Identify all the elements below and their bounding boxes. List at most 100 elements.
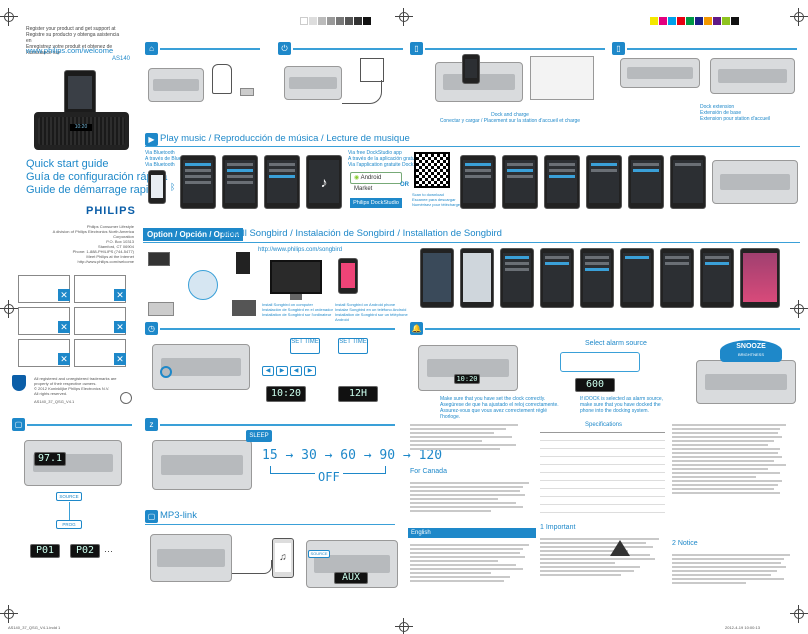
songbird-pc-label: Install Songbird on computer Instalación… xyxy=(262,302,333,317)
songbird-rule xyxy=(143,242,800,243)
app-phone-6 xyxy=(670,155,706,209)
dock-extension-label: Dock extension Extensión de base Extensi… xyxy=(700,104,771,122)
alarm-header xyxy=(425,328,800,340)
app-phone-5 xyxy=(628,155,664,209)
crop-mark-top-left xyxy=(0,8,18,26)
important-text xyxy=(540,536,665,578)
alarm-dock-image xyxy=(418,345,518,391)
dockstudio-badge[interactable]: Philips DockStudio xyxy=(350,198,402,208)
power-header xyxy=(293,48,403,60)
snooze-button: SNOOZE BRIGHTNESS xyxy=(720,340,782,362)
audio-cable xyxy=(232,560,272,574)
notice-heading: 2 Notice xyxy=(672,540,698,547)
warning-x-icon: ✕ xyxy=(58,353,70,365)
product-image: 10:20 xyxy=(34,70,129,155)
time-display: 10:20 xyxy=(266,386,306,402)
play-music-title: Play music / Reproducción de música / Le… xyxy=(160,133,410,144)
alarm-source-title: Select alarm source xyxy=(585,340,647,347)
songbird-phone-5 xyxy=(580,248,614,308)
color-bar-right xyxy=(650,12,740,30)
scan-label: Scan to download Escanee para descargar … xyxy=(412,192,462,207)
snooze-dock-image xyxy=(696,360,796,404)
dock-power-image xyxy=(284,66,342,100)
dock-extension-header xyxy=(627,48,797,60)
extension-step1-image xyxy=(620,58,700,88)
bt-music-phone: ♪ xyxy=(306,155,342,209)
alarm-bell-icon: 🔔 xyxy=(410,322,423,335)
box-contents-header xyxy=(160,48,260,60)
play-icon: ▶ xyxy=(145,133,158,146)
english-text xyxy=(410,542,535,584)
sleep-15: 15 xyxy=(262,448,278,463)
dockstudio-label: Via free DockStudio app A través de la a… xyxy=(348,150,447,168)
preset-icon: ▢ xyxy=(12,418,25,431)
guide-title-es: Guía de configuración rápida xyxy=(26,171,168,183)
crop-mark-bottom-center xyxy=(395,618,413,634)
bluetooth-icon: ᛒ xyxy=(170,182,176,192)
songbird-sync-diagram xyxy=(148,252,258,320)
set-time-key-1: SET TIME xyxy=(290,338,320,354)
warning-x-icon: ✕ xyxy=(58,321,70,333)
legal-notice: All registered and unregistered trademar… xyxy=(34,376,117,404)
power-cable xyxy=(342,80,382,104)
source-key: SOURCE xyxy=(56,492,82,501)
mp3-player-image: ♫ xyxy=(272,538,294,578)
english-tab: English xyxy=(408,528,536,538)
songbird-android-phone xyxy=(338,258,358,294)
mp3-link-icon: ▢ xyxy=(145,510,158,523)
computer-image xyxy=(270,260,322,294)
dock-header xyxy=(425,48,605,60)
crop-mark-mid-left xyxy=(0,300,18,318)
songbird-url[interactable]: http://www.philips.com/songbird xyxy=(258,247,343,253)
dock-charge-label: Dock and charge Conectar y cargar / Plac… xyxy=(439,112,581,124)
bt-phone-2 xyxy=(180,155,216,209)
mp3-link-rule xyxy=(145,524,395,525)
extension-step2-image xyxy=(710,58,795,94)
app-phone-4 xyxy=(586,155,622,209)
sleep-sequence: 15 → 30 → 60 → 90 → 120 xyxy=(262,448,443,463)
guide-title-fr: Guide de démarrage rapide xyxy=(26,184,161,196)
bt-phone-4 xyxy=(264,155,300,209)
app-phone-1 xyxy=(460,155,496,209)
songbird-phone-1 xyxy=(420,248,454,308)
play-music-rule xyxy=(145,146,800,147)
canada-text xyxy=(410,480,535,514)
crop-mark-bottom-right xyxy=(790,605,808,623)
clock-correct-note: Make sure that you have set the clock co… xyxy=(440,396,559,420)
ellipsis: ··· xyxy=(104,546,113,556)
clock-icon: ◷ xyxy=(145,322,158,335)
songbird-phone-7 xyxy=(660,248,694,308)
p01-display: P01 xyxy=(30,544,60,558)
idock-note: If iDOCK is selected as alarm source, ma… xyxy=(580,396,664,414)
songbird-phone-9 xyxy=(740,248,780,308)
warning-x-icon: ✕ xyxy=(114,353,126,365)
alarm-time-display: 10:20 xyxy=(454,374,480,384)
specifications-heading: Specifications xyxy=(585,422,623,428)
set-time-key-2: SET TIME xyxy=(338,338,368,354)
mp3-link-title: MP3-link xyxy=(160,510,197,521)
phone-image xyxy=(462,54,480,84)
notice-text xyxy=(672,552,796,586)
songbird-phone-4 xyxy=(540,248,574,308)
welcome-url[interactable]: www.philips.com/welcome xyxy=(26,46,114,55)
warning-triangle-icon xyxy=(610,540,630,556)
box-contents-icon: ⌂ xyxy=(145,42,158,55)
model-number: AS140 xyxy=(112,56,131,62)
recycle-icon xyxy=(120,392,132,404)
slug-right: 2012-4-19 10:00:13 xyxy=(725,625,760,630)
warning-x-icon: ✕ xyxy=(114,321,126,333)
power-icon: ⏻ xyxy=(278,42,291,55)
songbird-title: Install Songbird / Instalación de Songbi… xyxy=(222,228,502,239)
preset-display: 97.1 xyxy=(34,452,66,466)
prog-key: PROG xyxy=(56,520,82,529)
set-time-diagram: SET TIME SET TIME ◀ ▶ ◀ ▶ 10:20 12H xyxy=(262,338,392,408)
sleep-off-label: OFF xyxy=(315,470,343,484)
time-up-key: ▶ xyxy=(276,366,288,376)
dock-insert-image xyxy=(240,88,254,96)
warning-x-icon: ✕ xyxy=(58,289,70,301)
for-canada-heading: For Canada xyxy=(410,468,447,475)
philips-shield-logo xyxy=(12,375,26,391)
sleep-header xyxy=(160,424,395,436)
android-market-badge[interactable]: ◉ Android Market xyxy=(350,172,402,192)
songbird-android-label: Install Songbird on Android phone Instal… xyxy=(335,302,408,322)
